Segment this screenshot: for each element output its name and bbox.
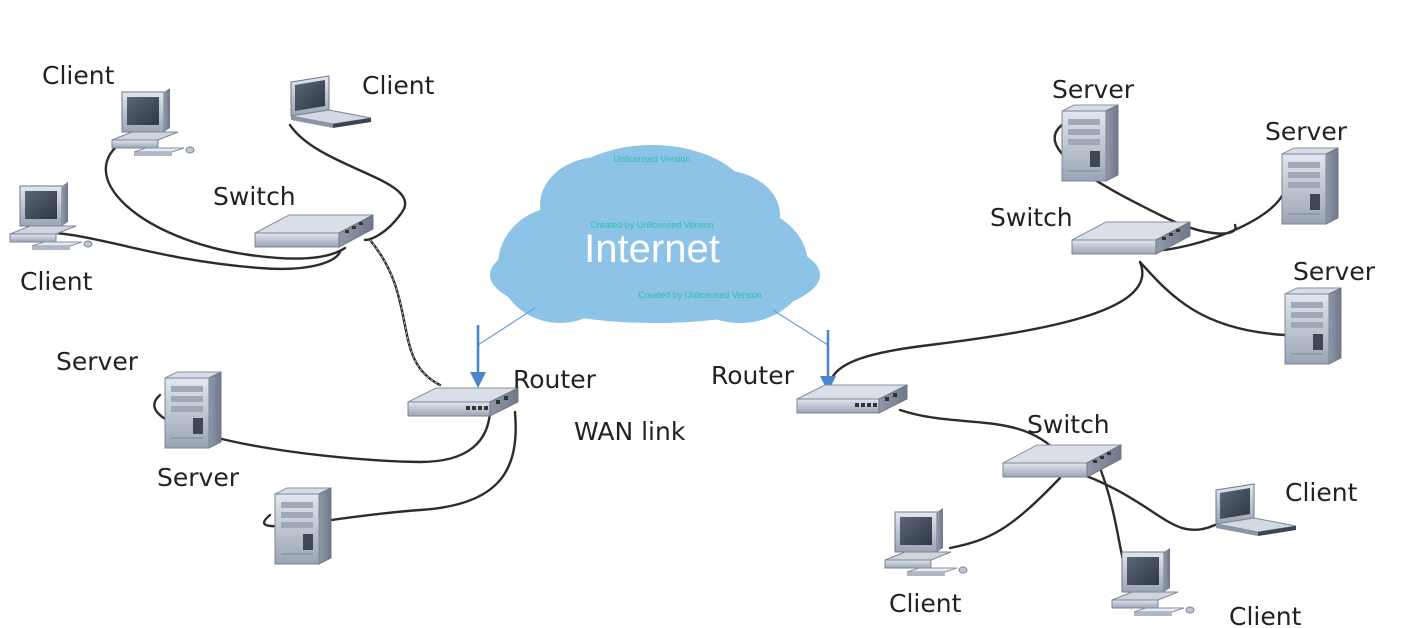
wan-link-label: WAN link bbox=[574, 417, 686, 446]
right-router-label: Router bbox=[711, 361, 795, 390]
router-icon bbox=[796, 384, 908, 414]
device-labels: Client Client Client Switch Server Serve… bbox=[20, 61, 1376, 628]
left-cables bbox=[28, 123, 517, 528]
switch-icon bbox=[1002, 444, 1122, 478]
router-icon bbox=[407, 387, 519, 417]
right-switch-label: Switch bbox=[990, 203, 1073, 232]
server-icon bbox=[1061, 104, 1119, 182]
internet-label: Internet bbox=[584, 227, 720, 271]
left-switch-label: Switch bbox=[213, 182, 296, 211]
desktop-computer-icon bbox=[884, 507, 968, 577]
wan-arrows bbox=[470, 307, 836, 392]
right-client-label: Client bbox=[1285, 478, 1358, 507]
watermark-text: Unlicensed Version bbox=[613, 154, 690, 164]
laptop-icon bbox=[290, 75, 372, 129]
left-router-label: Router bbox=[513, 365, 597, 394]
left-server-label: Server bbox=[157, 463, 240, 492]
watermark-text: Created by Unlicensed Version bbox=[638, 290, 762, 300]
server-icon bbox=[274, 487, 332, 565]
right-server-label: Server bbox=[1293, 257, 1376, 286]
right-server-label: Server bbox=[1052, 75, 1135, 104]
arrow-down-icon bbox=[470, 372, 486, 388]
left-client-label: Client bbox=[42, 61, 115, 90]
desktop-computer-icon bbox=[111, 87, 195, 157]
laptop-icon bbox=[1215, 483, 1297, 537]
server-icon bbox=[1284, 287, 1342, 365]
left-client-label: Client bbox=[362, 71, 435, 100]
arrow-down-icon bbox=[820, 376, 836, 392]
right-server-label: Server bbox=[1265, 117, 1348, 146]
right-client-label: Client bbox=[889, 589, 962, 618]
internet-cloud: Internet Unlicensed Version Created by U… bbox=[490, 145, 820, 323]
server-icon bbox=[164, 371, 222, 449]
switch-icon bbox=[254, 214, 374, 248]
left-server-label: Server bbox=[56, 347, 139, 376]
desktop-computer-icon bbox=[1111, 547, 1195, 617]
right-client-label: Client bbox=[1229, 602, 1302, 628]
left-client-label: Client bbox=[20, 267, 93, 296]
right-switch-label: Switch bbox=[1027, 410, 1110, 439]
server-icon bbox=[1281, 147, 1339, 225]
watermark-text: Created by Unlicensed Version bbox=[590, 220, 714, 230]
desktop-computer-icon bbox=[9, 181, 93, 251]
